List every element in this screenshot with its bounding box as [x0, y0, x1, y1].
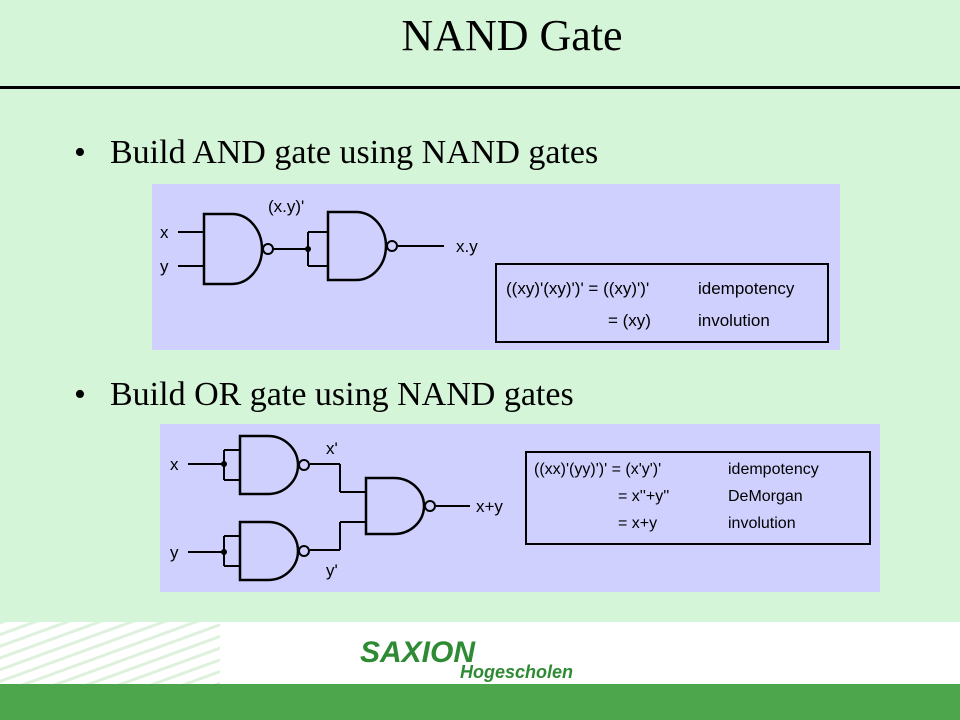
bullet-or: • Build OR gate using NAND gates [74, 376, 574, 414]
label-out: x+y [476, 497, 503, 516]
slide-title: NAND Gate [401, 11, 623, 60]
eq-law-1: idempotency [698, 279, 795, 298]
label-mid: (x.y)' [268, 197, 304, 216]
eq-expr-2: = x''+y'' [618, 488, 669, 505]
eq-law-2: DeMorgan [728, 488, 803, 505]
bullet-or-text: Build OR gate using NAND gates [110, 376, 574, 413]
logo-name: SAXION [360, 636, 476, 669]
nand-gate-top [238, 434, 310, 496]
nand-gate-bottom [238, 520, 310, 582]
eq-law-1: idempotency [728, 461, 819, 478]
label-x: x [160, 223, 169, 242]
logo-sub: Hogescholen [460, 662, 573, 682]
bullet-and-text: Build AND gate using NAND gates [110, 134, 599, 171]
bullet-and: • Build AND gate using NAND gates [74, 134, 598, 172]
eq-law-3: involution [728, 515, 796, 532]
eq-expr-1: ((xy)'(xy)')' = ((xy)')' [506, 279, 649, 298]
eq-law-2: involution [698, 311, 770, 330]
junction-dot [221, 461, 227, 467]
eq-expr-3: = x+y [618, 515, 657, 532]
nand-gate-2 [326, 210, 398, 282]
label-x: x [170, 455, 179, 474]
equation-box [495, 263, 829, 343]
label-y-prime: y' [326, 561, 338, 580]
footer-band [0, 684, 960, 720]
junction-dot [221, 549, 227, 555]
label-out: x.y [456, 237, 478, 256]
label-y: y [160, 257, 169, 276]
title-divider [0, 86, 960, 89]
eq-expr-1: ((xx)'(yy)')' = (x'y')' [534, 461, 661, 478]
eq-expr-2: = (xy) [608, 311, 651, 330]
equation-box [525, 451, 871, 545]
saxion-logo: SAXION Hogescholen [350, 632, 650, 682]
label-y: y [170, 543, 179, 562]
or-gate-diagram: x y x' y' x+y ((xx)'(yy)')' = (x'y')' id… [160, 424, 880, 592]
bullet-dot: • [74, 134, 86, 171]
junction-dot [305, 246, 311, 252]
nand-gate-final [364, 476, 436, 536]
bullet-dot: • [74, 376, 86, 413]
label-x-prime: x' [326, 439, 338, 458]
nand-gate-1 [202, 212, 274, 286]
and-gate-diagram: x y (x.y)' x.y ((xy)'(xy)')' = ((xy)')' … [152, 184, 840, 350]
